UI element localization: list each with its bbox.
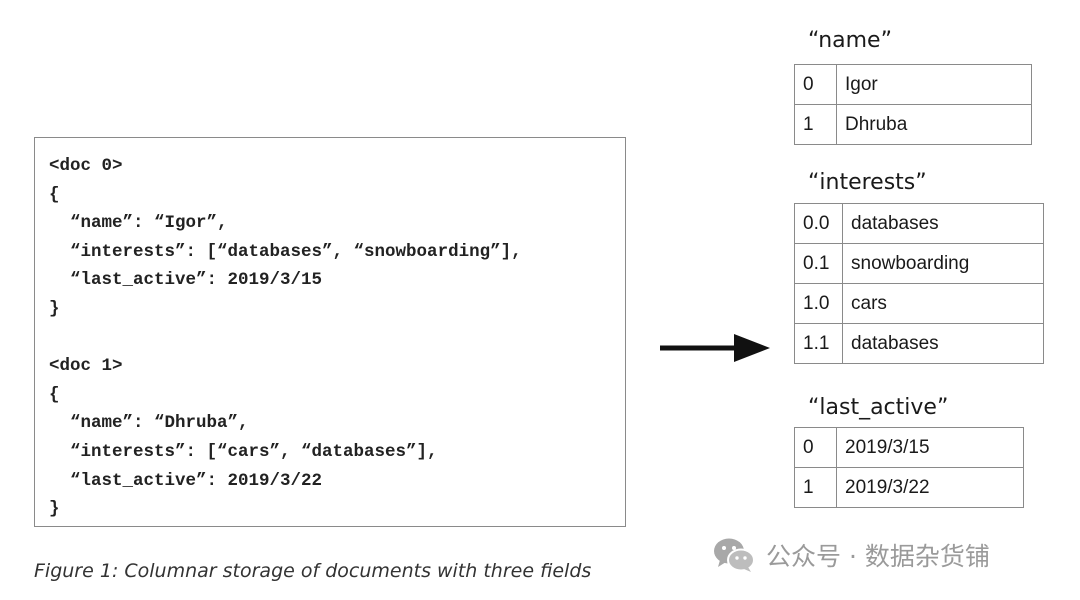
row-key: 0.0 <box>794 203 843 244</box>
column-title-name: “name” <box>808 28 892 53</box>
code-line: <doc 1> <box>49 356 123 377</box>
right-arrow-icon <box>660 334 770 362</box>
code-line: “interests”: [“cars”, “databases”], <box>49 441 438 462</box>
column-table-name: 0 Igor 1 Dhruba <box>794 64 1032 145</box>
row-key: 1.1 <box>794 323 843 364</box>
row-key: 0.1 <box>794 243 843 284</box>
row-value: cars <box>842 283 1044 324</box>
code-lines: <doc 0> { “name”: “Igor”, “interests”: [… <box>49 152 522 524</box>
table-row: 0 2019/3/15 <box>794 427 1024 468</box>
row-key: 1 <box>794 104 837 145</box>
row-key: 0 <box>794 427 837 468</box>
wechat-icon <box>714 538 755 572</box>
table-row: 1 Dhruba <box>794 104 1032 145</box>
row-value: Igor <box>836 64 1032 105</box>
row-key: 0 <box>794 64 837 105</box>
code-line: } <box>49 298 60 319</box>
row-key: 1.0 <box>794 283 843 324</box>
column-table-last-active: 0 2019/3/15 1 2019/3/22 <box>794 427 1024 508</box>
code-line: “name”: “Igor”, <box>49 213 228 234</box>
table-row: 1.1 databases <box>794 323 1044 364</box>
watermark-text: 公众号 · 数据杂货铺 <box>766 542 990 571</box>
row-value: Dhruba <box>836 104 1032 145</box>
table-row: 0.0 databases <box>794 203 1044 244</box>
row-key: 1 <box>794 467 837 508</box>
table-row: 0.1 snowboarding <box>794 243 1044 284</box>
code-line: “last_active”: 2019/3/22 <box>49 470 323 491</box>
column-table-interests: 0.0 databases 0.1 snowboarding 1.0 cars … <box>794 203 1044 364</box>
table-row: 0 Igor <box>794 64 1032 105</box>
watermark: 公众号 · 数据杂货铺 <box>712 536 990 574</box>
code-line <box>49 324 522 353</box>
figure-caption: Figure 1: Columnar storage of documents … <box>34 560 592 582</box>
code-line: { <box>49 184 60 205</box>
row-value: 2019/3/15 <box>836 427 1024 468</box>
row-value: databases <box>842 323 1044 364</box>
table-row: 1 2019/3/22 <box>794 467 1024 508</box>
column-title-interests: “interests” <box>808 170 927 195</box>
row-value: 2019/3/22 <box>836 467 1024 508</box>
row-value: snowboarding <box>842 243 1044 284</box>
code-line: } <box>49 499 60 520</box>
code-line: “name”: “Dhruba”, <box>49 413 249 434</box>
code-line: <doc 0> <box>49 156 123 176</box>
code-line: “interests”: [“databases”, “snowboarding… <box>49 241 522 262</box>
row-value: databases <box>842 203 1044 244</box>
table-row: 1.0 cars <box>794 283 1044 324</box>
source-documents-box: <doc 0> { “name”: “Igor”, “interests”: [… <box>34 137 626 527</box>
code-line: { <box>49 384 60 405</box>
code-line: “last_active”: 2019/3/15 <box>49 270 323 291</box>
column-title-last-active: “last_active” <box>808 395 949 420</box>
